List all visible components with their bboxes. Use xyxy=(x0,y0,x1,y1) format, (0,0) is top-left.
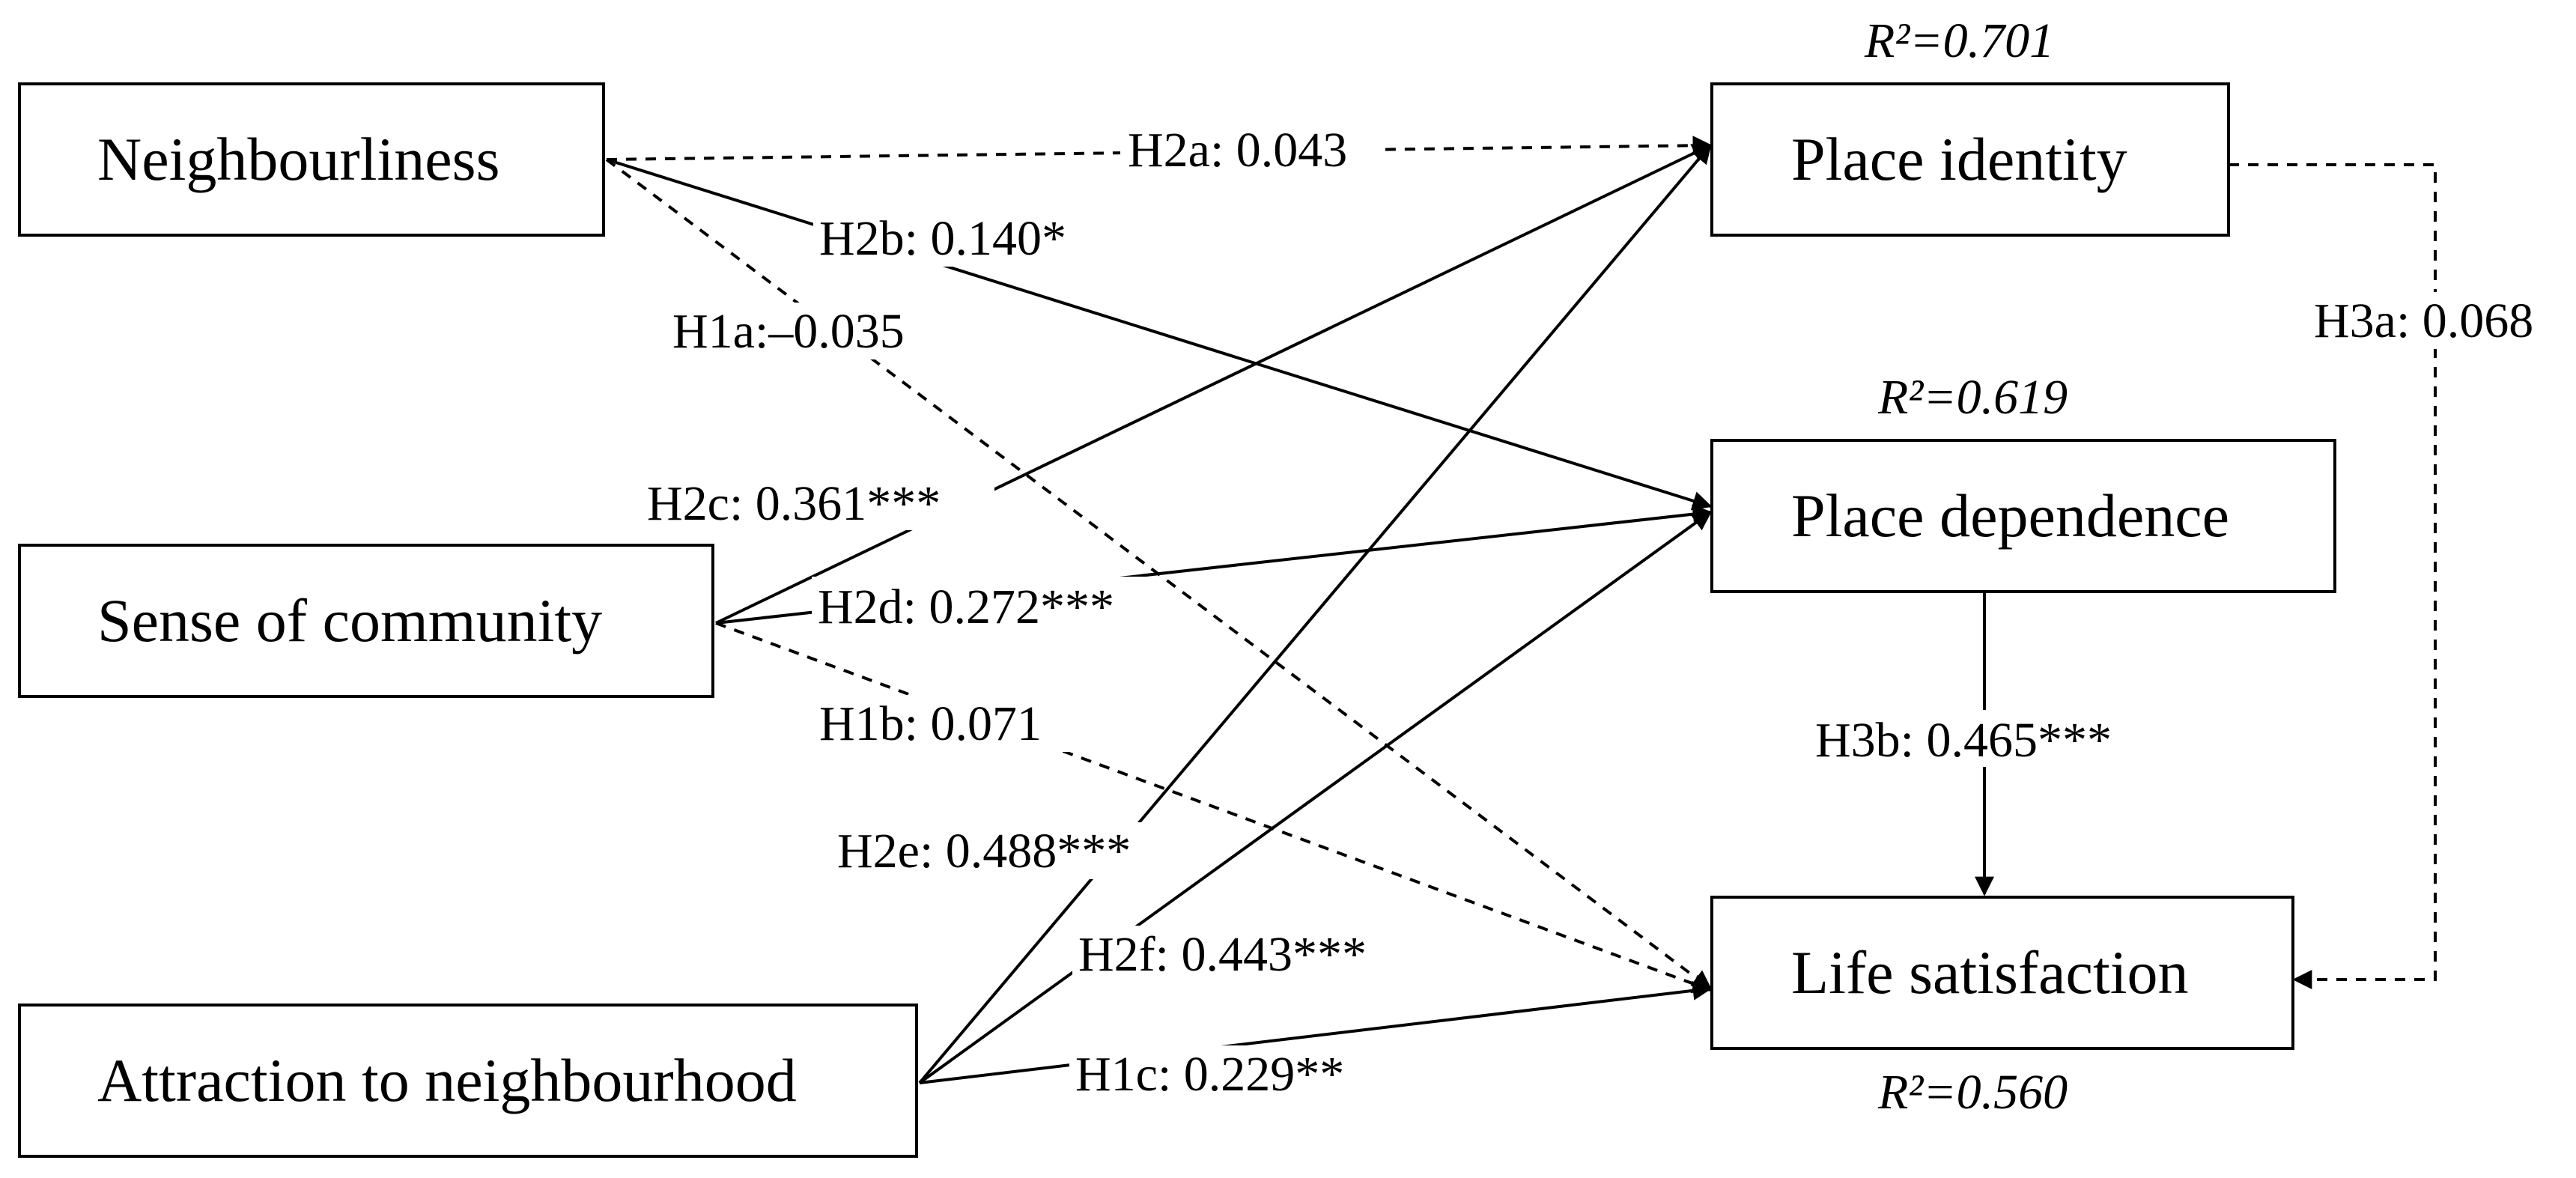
r2-place-identity: R²=0.701 xyxy=(1864,13,2054,68)
node-sense-of-community: Sense of community xyxy=(18,544,714,698)
edge-h2c xyxy=(715,144,1713,625)
node-place-identity: Place identity xyxy=(1710,82,2230,237)
node-life-satisfaction: Life satisfaction xyxy=(1710,896,2294,1050)
edge-h1b xyxy=(715,622,1713,994)
node-label-place-identity: Place identity xyxy=(1791,125,2127,193)
node-label-sense-of-community: Sense of community xyxy=(97,586,602,655)
label-h2d: H2d: 0.272*** xyxy=(818,580,1114,634)
edge-h2b xyxy=(606,158,1713,511)
r2-life-satisfaction: R²=0.560 xyxy=(1877,1065,2068,1120)
label-h1b: H1b: 0.071 xyxy=(819,696,1042,751)
node-label-neighbourliness: Neighbourliness xyxy=(97,125,499,193)
label-h2e: H2e: 0.488*** xyxy=(837,824,1131,878)
label-h2f: H2f: 0.443*** xyxy=(1078,927,1367,982)
label-h2b: H2b: 0.140* xyxy=(819,211,1066,266)
label-h2c: H2c: 0.361*** xyxy=(647,476,941,531)
label-h1a: H1a:–0.035 xyxy=(672,304,905,359)
r2-place-dependence: R²=0.619 xyxy=(1877,370,2068,425)
edge-h1c xyxy=(919,980,1713,1084)
path-labels: H2a: 0.043 H2b: 0.140* H1a:–0.035 H2c: 0… xyxy=(641,118,2572,1102)
edge-h2e xyxy=(918,144,1712,1084)
node-label-life-satisfaction: Life satisfaction xyxy=(1791,938,2189,1007)
node-attraction: Attraction to neighbourhood xyxy=(18,1004,918,1158)
label-h1c: H1c: 0.229** xyxy=(1075,1047,1344,1102)
node-label-attraction: Attraction to neighbourhood xyxy=(97,1046,797,1114)
label-h2a: H2a: 0.043 xyxy=(1128,123,1347,177)
label-h3b: H3b: 0.465*** xyxy=(1815,713,2112,768)
label-h3a: H3a: 0.068 xyxy=(2314,294,2533,348)
edge-h2f xyxy=(918,511,1713,1084)
node-label-place-dependence: Place dependence xyxy=(1791,482,2229,550)
node-neighbourliness: Neighbourliness xyxy=(18,82,605,237)
edge-h3a xyxy=(2229,163,2437,989)
node-place-dependence: Place dependence xyxy=(1710,439,2336,593)
